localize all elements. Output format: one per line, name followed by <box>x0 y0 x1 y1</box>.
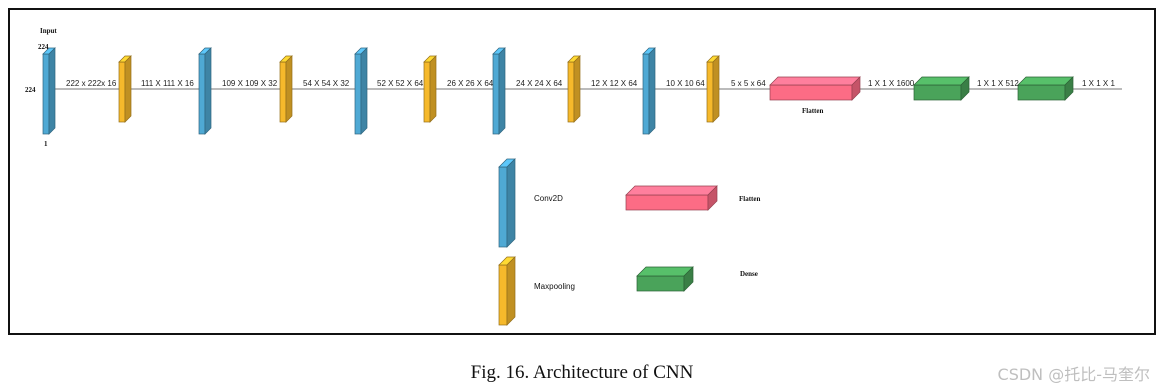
layer-pool-6 <box>423 55 437 123</box>
legend-dense-label: Dense <box>740 270 758 278</box>
input-side-dim: 224 <box>25 86 36 94</box>
layer-pool-4 <box>279 55 293 123</box>
legend-flatten-label: Flatten <box>739 195 760 203</box>
legend-pool-box <box>498 256 516 326</box>
input-top-dim: 224 <box>38 43 49 51</box>
flatten-label: Flatten <box>802 107 823 115</box>
legend: Conv2D Maxpooling Flatten Dense <box>498 158 760 326</box>
layer-pool-10 <box>706 55 720 123</box>
dim-label-7: 24 X 24 X 64 <box>516 79 563 88</box>
legend-pool-label: Maxpooling <box>534 282 575 291</box>
cnn-architecture-diagram: Input 224 224 1 Flatten 222 x 222x 16 111… <box>25 27 1122 326</box>
dim-label-3: 109 X 109 X 32 <box>222 79 278 88</box>
layer-flatten-11 <box>769 76 861 101</box>
legend-conv-label: Conv2D <box>534 194 563 203</box>
layer-pool-8 <box>567 55 581 123</box>
dim-label-2: 111 X 111 X 16 <box>141 79 194 88</box>
dim-label-8: 12 X 12 X 64 <box>591 79 638 88</box>
layer-dense-13 <box>1017 76 1074 101</box>
legend-dense-box <box>636 266 694 292</box>
legend-flatten-box <box>625 185 718 211</box>
dim-label-10: 5 x 5 x 64 <box>731 79 766 88</box>
layer-pool-2 <box>118 55 132 123</box>
layer-conv-5 <box>354 47 368 135</box>
dim-label-9: 10 X 10 64 <box>666 79 705 88</box>
dim-label-12: 1 X 1 X 512 <box>977 79 1019 88</box>
dim-label-4: 54 X 54 X 32 <box>303 79 350 88</box>
layer-dense-12 <box>913 76 970 101</box>
dim-label-6: 26 X 26 X 64 <box>447 79 494 88</box>
diagram-frame <box>8 8 1156 335</box>
legend-flatten-icon <box>625 185 718 211</box>
figure-caption: Fig. 16. Architecture of CNN <box>470 362 694 383</box>
layer-conv-9 <box>642 47 656 135</box>
dim-label-11: 1 X 1 X 1600 <box>868 79 915 88</box>
legend-conv-box <box>498 158 516 248</box>
dim-label-5: 52 X 52 X 64 <box>377 79 424 88</box>
layer-conv-3 <box>198 47 212 135</box>
layer-conv-7 <box>492 47 506 135</box>
legend-conv-icon <box>498 158 516 248</box>
dim-label-13: 1 X 1 X 1 <box>1082 79 1115 88</box>
input-label: Input <box>40 27 57 35</box>
dim-label-1: 222 x 222x 16 <box>66 79 117 88</box>
legend-pool-icon <box>498 256 516 326</box>
layer-conv-1 <box>42 47 56 135</box>
legend-dense-icon <box>636 266 694 292</box>
watermark: CSDN @托比-马奎尔 <box>997 365 1150 384</box>
input-bottom-dim: 1 <box>44 140 48 148</box>
